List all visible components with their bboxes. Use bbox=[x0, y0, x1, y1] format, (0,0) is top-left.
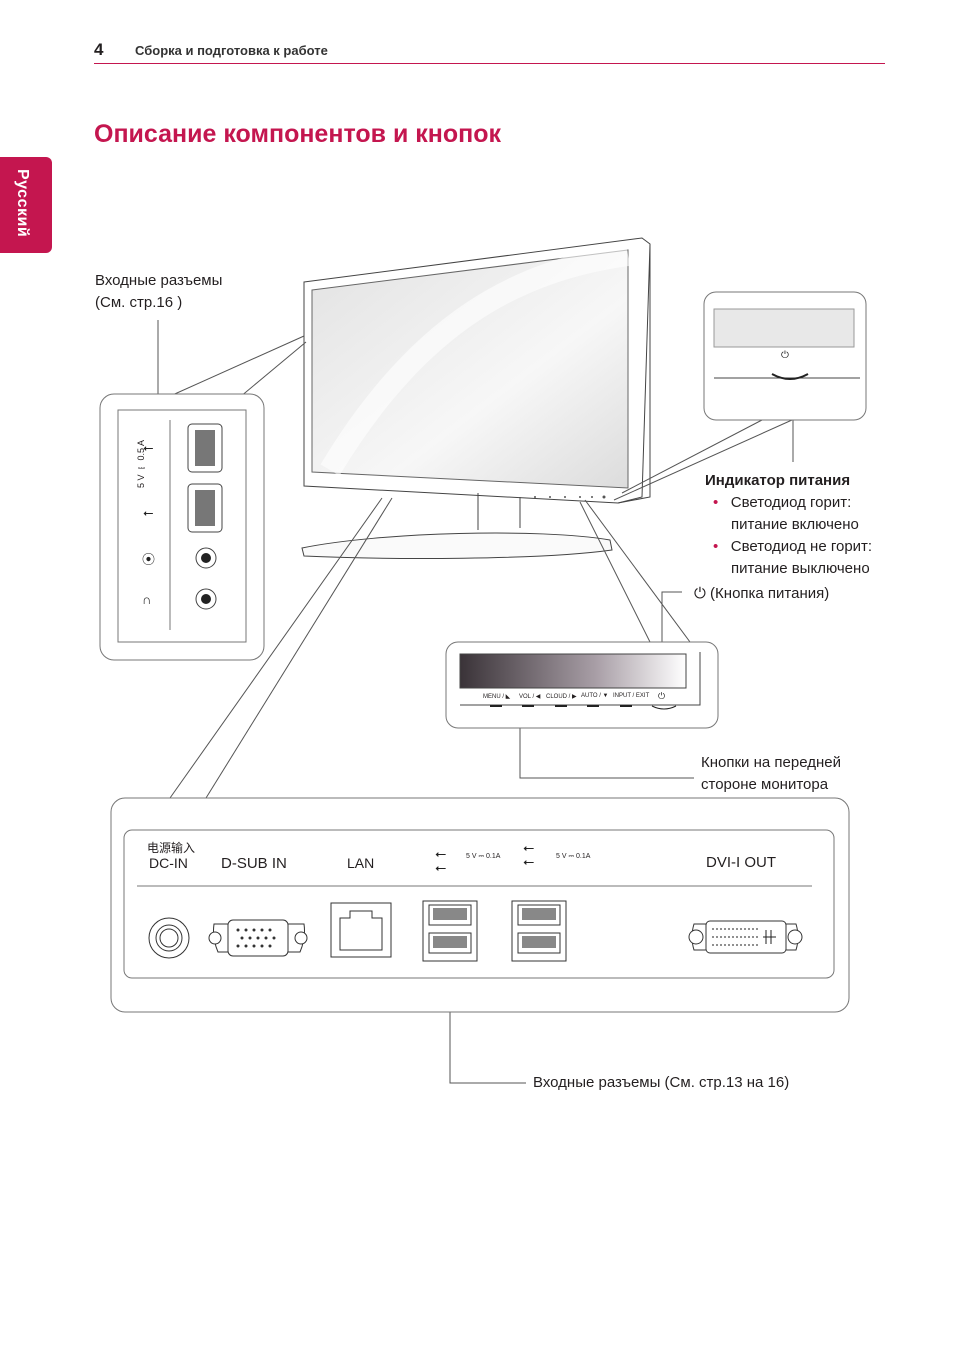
header-rule bbox=[94, 63, 885, 64]
power-icon-label: ⏻ bbox=[694, 585, 706, 602]
monitor-led-dots bbox=[534, 495, 606, 499]
language-tab-label: Русский bbox=[14, 169, 31, 238]
side-panel bbox=[99, 393, 265, 661]
side-usb-rating: 5 V ⎓ 0.5 A bbox=[136, 440, 146, 489]
side-usb-port-1 bbox=[187, 423, 223, 473]
callout-front-buttons-line1: Кнопки на передней bbox=[701, 754, 841, 771]
usb-icon-2: ⭠ bbox=[143, 505, 153, 520]
rear-usb-icons: ⭠ ⭠ ⭠ ⭠ bbox=[435, 839, 534, 875]
front-button-label-vol: VOL / ◀ bbox=[519, 694, 541, 700]
callout-side-inputs-line2: (См. стр.16 ) bbox=[95, 294, 183, 311]
callout-front-buttons: Кнопки на передней стороне монитора bbox=[701, 752, 841, 796]
power-indicator-item-2: • Светодиод не горит: bbox=[713, 538, 873, 555]
power-indicator-inset: ⏻ bbox=[703, 291, 867, 421]
power-button-label: (Кнопка питания) bbox=[710, 585, 830, 602]
page-title: Описание компонентов и кнопок bbox=[94, 120, 502, 148]
page-number: 4 bbox=[94, 40, 104, 59]
usb-icon-rear-1: ⭠ bbox=[435, 845, 446, 861]
rear-usb-port-group-2 bbox=[511, 900, 567, 962]
rear-usb-rating-1: 5 V ⎓ 0.1A bbox=[466, 853, 501, 860]
rear-label-dc-in: DC-IN bbox=[149, 855, 188, 871]
front-button-label-menu: MENU / ◣ bbox=[483, 694, 511, 700]
language-tab: Русский bbox=[0, 157, 52, 253]
callout-power-indicator: Индикатор питания • Светодиод горит: пит… bbox=[705, 470, 872, 580]
callout-rear-inputs: Входные разъемы (См. стр.13 на 16) bbox=[533, 1074, 790, 1091]
rear-label-dvi: DVI-I OUT bbox=[706, 854, 776, 871]
dsub-pins bbox=[236, 928, 276, 948]
power-icon: ⏻ bbox=[781, 350, 789, 361]
callout-side-inputs-line1: Входные разъемы bbox=[95, 272, 223, 289]
front-button-label-cloud: CLOUD / ▶ bbox=[546, 694, 577, 700]
side-panel-icons: ⭠ ⭠ ⦿ ∩ bbox=[142, 440, 155, 607]
dc-in-port bbox=[148, 917, 190, 959]
lan-port bbox=[330, 902, 392, 958]
usb-icon-rear-2: ⭠ bbox=[435, 859, 446, 875]
power-indicator-item-2-line2: питание выключено bbox=[731, 560, 870, 577]
rear-label-lan: LAN bbox=[347, 855, 375, 871]
power-button-icon: ⏻ bbox=[658, 691, 665, 701]
rear-label-dsub: D-SUB IN bbox=[221, 855, 287, 872]
usb-icon: ⭠ bbox=[143, 440, 153, 455]
headphone-icon: ∩ bbox=[142, 592, 151, 607]
callout-side-inputs: Входные разъемы (См. стр.16 ) bbox=[95, 270, 222, 314]
microphone-icon: ⦿ bbox=[142, 552, 155, 567]
dvi-port bbox=[688, 920, 803, 954]
front-button-label-auto: AUTO / ▼ bbox=[581, 693, 609, 699]
section-title: Сборка и подготовка к работе bbox=[135, 43, 328, 58]
rear-label-dc-in-cn: 电源输入 bbox=[147, 841, 196, 855]
power-indicator-item-1-line2: питание включено bbox=[731, 516, 859, 533]
front-button-label-input: INPUT / EXIT bbox=[613, 693, 650, 699]
power-indicator-item-1-line1: Светодиод горит: bbox=[730, 494, 852, 511]
power-indicator-item-2-line1: Светодиод не горит: bbox=[730, 538, 873, 555]
rear-usb-port-group-1 bbox=[422, 900, 478, 962]
power-indicator-item-1: • Светодиод горит: bbox=[713, 494, 852, 511]
monitor bbox=[301, 237, 651, 559]
side-usb-port-2 bbox=[187, 483, 223, 533]
rear-usb-rating-2: 5 V ⎓ 0.1A bbox=[556, 853, 591, 860]
front-buttons-inset: ⏻ bbox=[445, 641, 719, 729]
usb-icon-rear-4: ⭠ bbox=[523, 853, 534, 869]
usb-icon-rear-3: ⭠ bbox=[523, 839, 534, 855]
callout-front-buttons-line2: стороне монитора bbox=[701, 776, 829, 793]
power-indicator-title: Индикатор питания bbox=[705, 472, 851, 489]
rear-panel: ⭠ ⭠ ⭠ ⭠ bbox=[110, 797, 850, 1013]
side-audio-jack-mic bbox=[195, 547, 217, 569]
side-audio-jack-headphone bbox=[195, 588, 217, 610]
callout-power-button: ⏻ (Кнопка питания) bbox=[694, 583, 829, 605]
